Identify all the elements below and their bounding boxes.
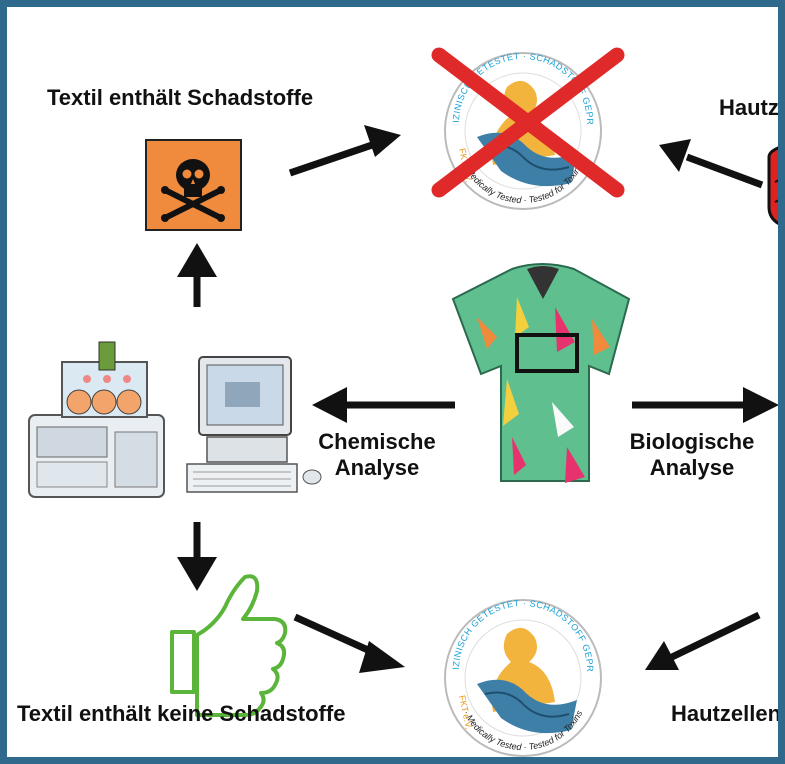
arrow-lab-to-hazard	[177, 243, 217, 307]
label-biological-analysis: Biologische Analyse	[617, 429, 767, 481]
label-chemical-line1: Chemische	[318, 429, 436, 454]
arrow-petri-to-seal	[659, 139, 764, 189]
arrow-hazard-to-seal	[288, 125, 401, 177]
sample-area-box	[515, 333, 579, 373]
petri-dish-icon	[767, 146, 778, 225]
petri-dish-icon-bottom	[781, 585, 785, 652]
thumbs-up-icon	[170, 574, 288, 717]
label-chemical-line2: Analyse	[334, 455, 420, 480]
label-chemical-analysis: Chemische Analyse	[307, 429, 447, 481]
arrow-thumb-to-seal	[293, 613, 405, 673]
label-skin-cells-bottom: Hautzellen	[671, 701, 782, 726]
skull-hazard-icon	[145, 139, 242, 231]
arrow-lab-to-thumb	[177, 522, 217, 591]
label-textile-contains-toxins: Textil enthält Schadstoffe	[47, 85, 314, 110]
diagram-canvas: MEDIZINISCH GETESTET · SCHADSTOFF GEPRÜF…	[7, 7, 785, 757]
shirt-icon	[451, 263, 631, 483]
arrow-bio-to-seal	[645, 611, 761, 670]
label-textile-no-toxins: Textil enthält keine Schadstoffe	[17, 701, 346, 726]
lab-equipment-icon	[28, 341, 165, 498]
label-biological-line2: Analyse	[649, 455, 735, 480]
cross-line-2	[431, 47, 625, 198]
arrow-shirt-to-bio	[632, 387, 778, 423]
label-biological-line1: Biologische	[629, 429, 755, 454]
arrow-shirt-to-lab	[312, 387, 455, 423]
label-skin-cells-top: Hautze	[719, 95, 785, 120]
computer-icon	[186, 356, 322, 493]
